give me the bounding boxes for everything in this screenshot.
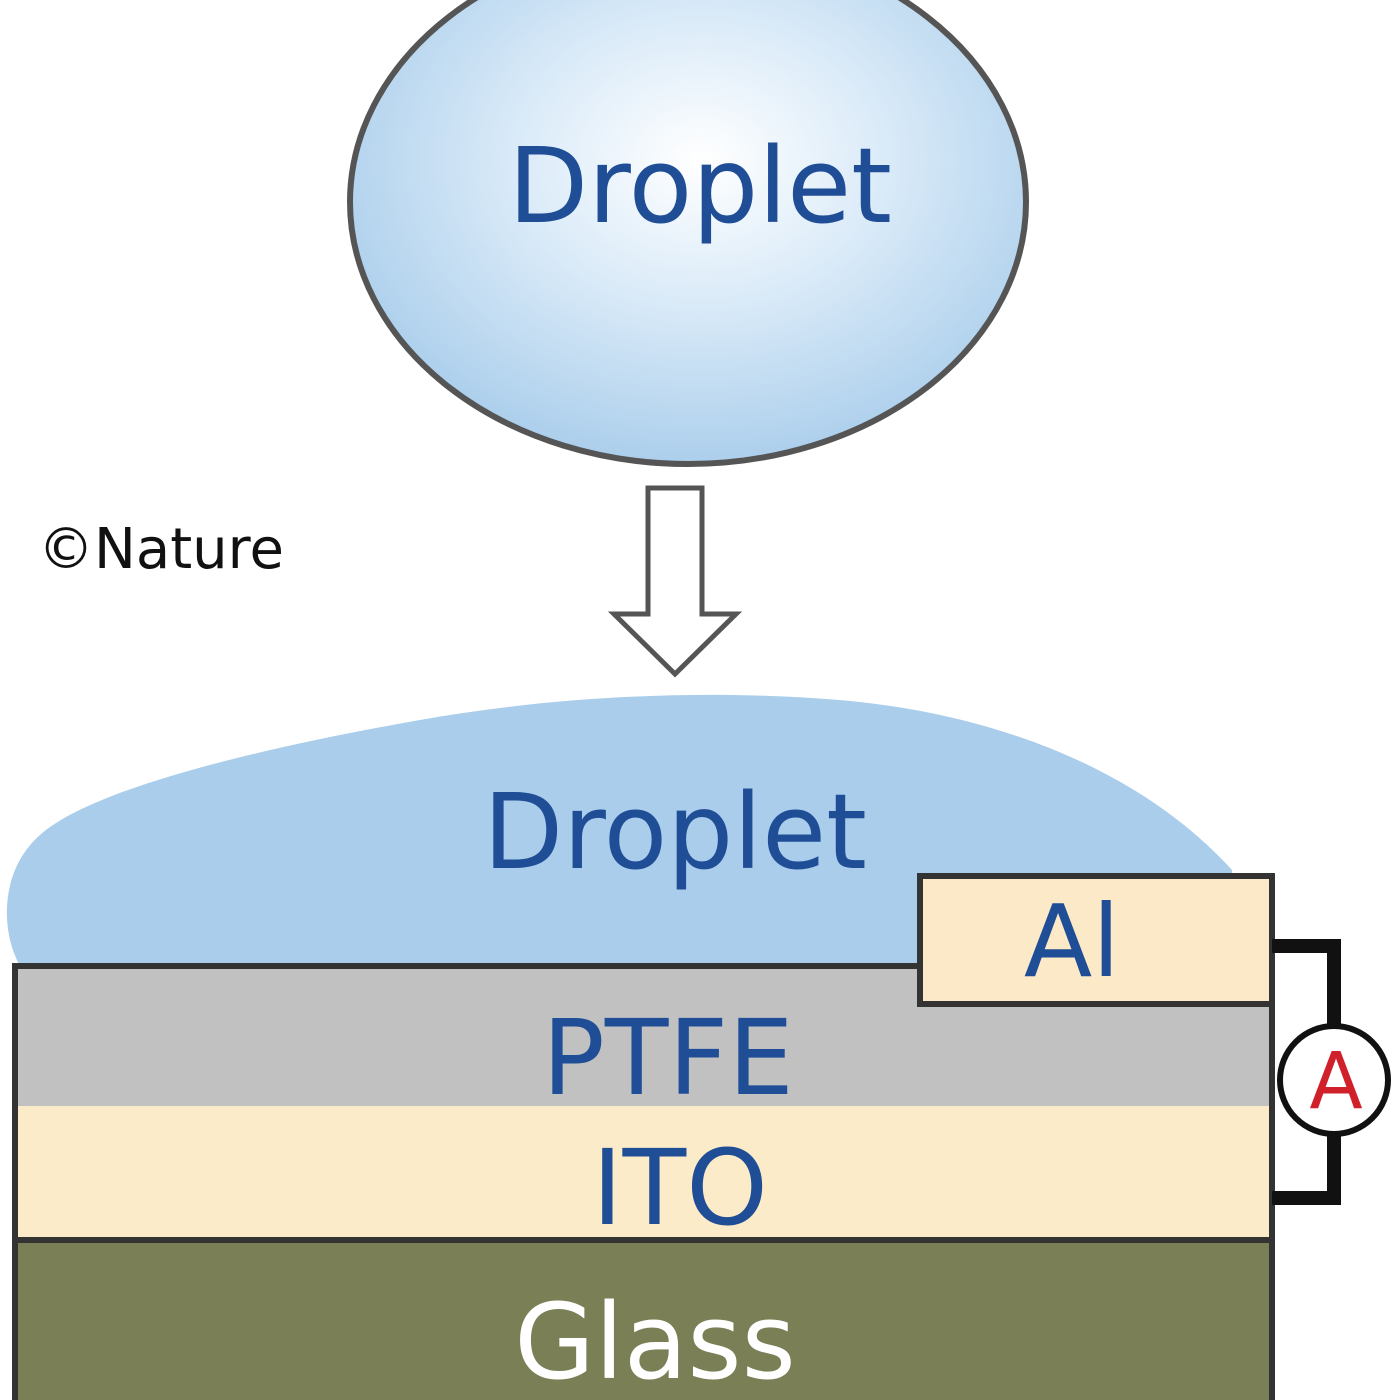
external-circuit: A xyxy=(1272,939,1391,1205)
layer-stack: Al PTFE ITO Glass xyxy=(12,873,1275,1400)
falling-droplet-shape xyxy=(347,0,1029,467)
ammeter-icon xyxy=(1277,1023,1391,1137)
falling-droplet: Droplet xyxy=(347,0,1029,467)
al-label: Al xyxy=(1024,883,1120,1000)
down-arrow-icon xyxy=(607,485,743,678)
copyright-label: ©Nature xyxy=(38,517,284,582)
ito-label: ITO xyxy=(592,1127,768,1249)
falling-droplet-label: Droplet xyxy=(508,125,892,247)
ptfe-label: PTFE xyxy=(542,997,794,1119)
glass-label: Glass xyxy=(514,1281,796,1400)
circuit-wire xyxy=(1272,939,1341,1205)
ito-layer xyxy=(15,1106,1272,1240)
stack-outline xyxy=(12,963,1275,1400)
spread-droplet-label: Droplet xyxy=(483,771,867,893)
glass-layer xyxy=(15,1240,1272,1400)
ammeter-label: A xyxy=(1309,1037,1362,1127)
